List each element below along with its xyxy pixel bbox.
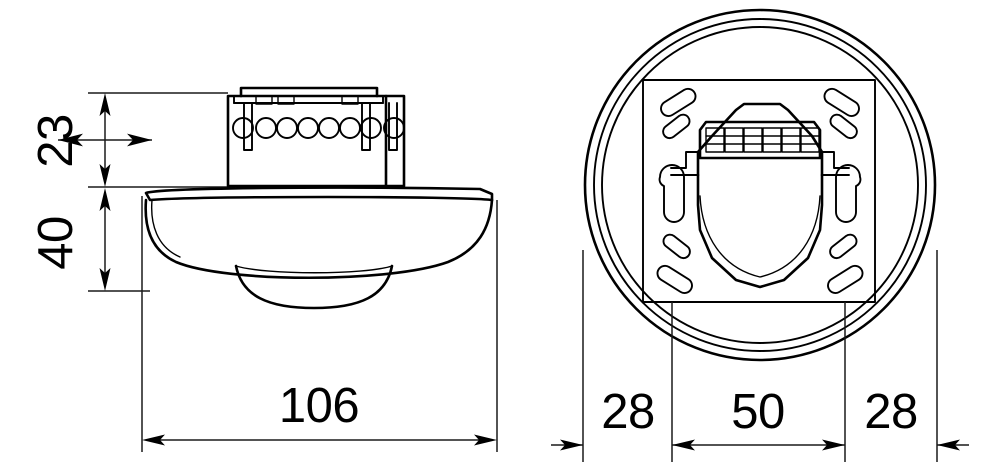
side-housing-body [144,186,494,310]
dimension-label-40: 40 [29,216,83,270]
dimension-label-50: 50 [731,385,785,439]
dimension-label-28-right: 28 [864,385,918,439]
plan-mounting-plate [642,79,876,303]
side-elevation-view: 23 40 106 [29,86,498,452]
plan-concentric-circles [583,8,937,362]
side-view-extension-lines [88,92,498,452]
plan-mounting-slots [656,87,864,294]
side-terminal-block [226,86,406,188]
terminal-screw-row [232,117,405,139]
dimension-height-40: 40 [29,188,111,291]
dimension-height-23: 23 [29,93,152,187]
dimension-label-106: 106 [279,379,359,433]
plan-bottom-view: 28 50 28 [551,8,969,462]
plan-bracket-outline [670,102,850,289]
dimension-width-106: 106 [142,379,497,446]
dimension-chain-plan: 28 50 28 [551,385,969,451]
plan-view-extension-lines [582,250,938,462]
dimension-label-23: 23 [29,114,83,168]
dimension-label-28-left: 28 [601,385,655,439]
plan-terminal-strip [698,120,822,160]
